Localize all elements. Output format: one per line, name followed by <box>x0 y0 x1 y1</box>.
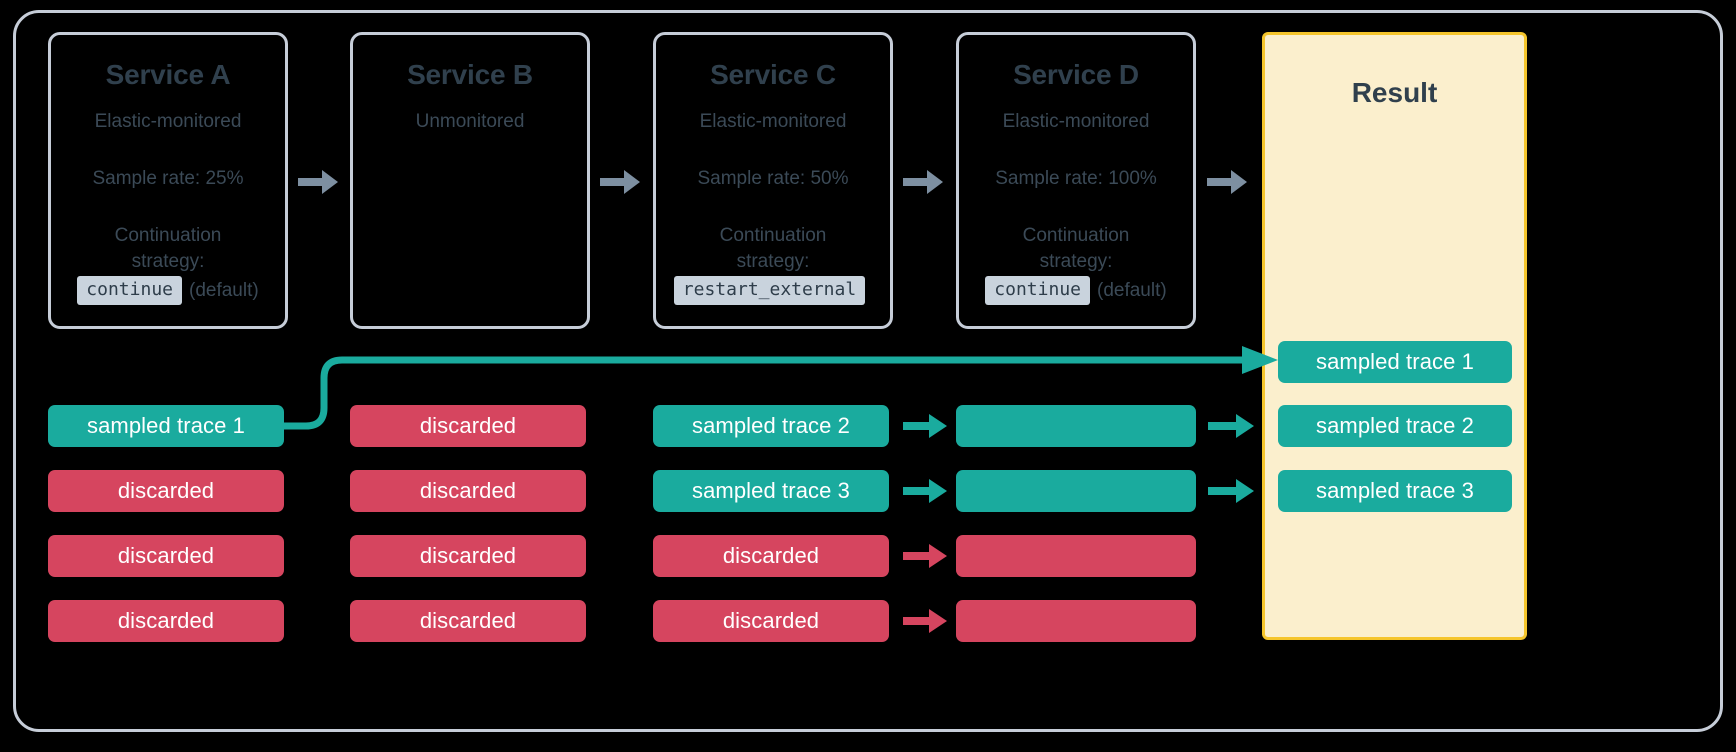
trace-pill-b-2: discarded <box>350 470 586 512</box>
service-d-strategy-note: (default) <box>1097 279 1167 301</box>
service-a-strategy-label: Continuation strategy: <box>114 225 222 272</box>
trace-pill-c-1: sampled trace 2 <box>653 405 889 447</box>
flow-arrow-d-to-result <box>1207 170 1247 194</box>
service-a-sample-rate: Sample rate: 25% <box>92 167 244 189</box>
trace-pill-b-4: discarded <box>350 600 586 642</box>
service-a-strategy-note: (default) <box>189 279 259 301</box>
curved-connector-a1-to-result1 <box>280 346 1278 430</box>
trace-arrow-c3-to-d3 <box>903 544 947 568</box>
service-d-monitoring: Elastic-monitored <box>1002 111 1150 132</box>
trace-pill-a-3: discarded <box>48 535 284 577</box>
trace-pill-a-4: discarded <box>48 600 284 642</box>
flow-arrow-b-to-c <box>600 170 640 194</box>
trace-arrow-c2-to-d2 <box>903 479 947 503</box>
flow-arrow-c-to-d <box>903 170 943 194</box>
trace-pill-d-3 <box>956 535 1196 577</box>
trace-pill-a-1: sampled trace 1 <box>48 405 284 447</box>
trace-pill-c-2: sampled trace 3 <box>653 470 889 512</box>
service-a-monitoring: Elastic-monitored <box>94 111 242 132</box>
service-b-monitoring: Unmonitored <box>415 111 525 132</box>
service-c-title: Service C <box>710 59 836 90</box>
service-b-title: Service B <box>407 59 533 90</box>
service-c-strategy-row: restart_external <box>673 275 872 306</box>
service-d-strategy-label: Continuation strategy: <box>1022 225 1130 272</box>
flow-arrow-a-to-b <box>298 170 338 194</box>
trace-arrow-c1-to-d1 <box>903 414 947 438</box>
service-d-title: Service D <box>1013 59 1139 90</box>
result-panel-title: Result <box>1351 77 1438 108</box>
trace-pill-c-4: discarded <box>653 600 889 642</box>
trace-arrow-c4-to-d4 <box>903 609 947 633</box>
service-d-sample-rate: Sample rate: 100% <box>995 167 1157 189</box>
outer-frame <box>13 10 1723 732</box>
service-box-c: Service C Elastic-monitored Sample rate:… <box>653 32 893 329</box>
trace-pill-a-2: discarded <box>48 470 284 512</box>
service-d-strategy-value: continue <box>985 275 1090 306</box>
service-a-strategy-value: continue <box>77 275 182 306</box>
trace-pill-d-4 <box>956 600 1196 642</box>
result-trace-pill-3: sampled trace 3 <box>1278 470 1512 512</box>
trace-arrow-d2-to-result3 <box>1208 479 1254 503</box>
service-c-strategy-value: restart_external <box>673 275 866 306</box>
service-d-strategy-row: continue (default) <box>985 275 1167 306</box>
result-trace-pill-2: sampled trace 2 <box>1278 405 1512 447</box>
trace-pill-b-3: discarded <box>350 535 586 577</box>
trace-arrow-d1-to-result2 <box>1208 414 1254 438</box>
service-a-title: Service A <box>105 59 231 90</box>
service-box-d: Service D Elastic-monitored Sample rate:… <box>956 32 1196 329</box>
trace-pill-c-3: discarded <box>653 535 889 577</box>
trace-pill-b-1: discarded <box>350 405 586 447</box>
service-box-b: Service B Unmonitored <box>350 32 590 329</box>
service-box-a: Service A Elastic-monitored Sample rate:… <box>48 32 288 329</box>
service-c-monitoring: Elastic-monitored <box>699 111 847 132</box>
trace-pill-d-2 <box>956 470 1196 512</box>
result-trace-pill-1: sampled trace 1 <box>1278 341 1512 383</box>
trace-pill-d-1 <box>956 405 1196 447</box>
service-c-sample-rate: Sample rate: 50% <box>697 167 849 189</box>
result-panel: Result <box>1262 32 1527 640</box>
service-c-strategy-label: Continuation strategy: <box>719 225 827 272</box>
service-a-strategy-row: continue (default) <box>77 275 259 306</box>
